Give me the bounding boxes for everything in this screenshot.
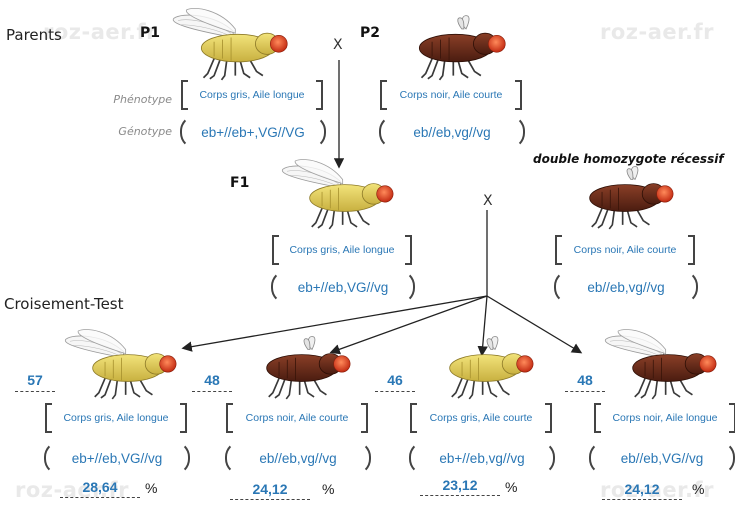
fly-black-short-wing-icon <box>266 336 351 400</box>
offspring-genotype-box: eb//eb,VG//vg <box>589 441 735 475</box>
offspring-genotype-box: eb//eb,vg//vg <box>225 441 371 475</box>
watermark: roz-aer.fr <box>600 478 714 502</box>
p1-genotype-box: eb+//eb+,VG//VG <box>180 115 326 149</box>
offspring-genotype-box: eb+//eb,vg//vg <box>409 441 555 475</box>
double-homozygote-label: double homozygote récessif <box>533 152 724 166</box>
offspring-phenotype-box: Corps gris, Aile longue <box>45 403 187 433</box>
offspring-count: 57 <box>15 372 55 392</box>
p2-phenotype-box: Corps noir, Aile courte <box>380 80 522 110</box>
fly-black-short-wing-icon <box>418 15 506 81</box>
testcross-heading: Croisement-Test <box>4 295 124 313</box>
offspring-arrow <box>181 295 488 352</box>
offspring-percent: 24,12 <box>602 481 682 500</box>
fly-black-long-wing-icon <box>604 329 717 400</box>
p1-label: P1 <box>140 25 161 41</box>
percent-sign: % <box>322 481 335 497</box>
parents-heading: Parents <box>6 26 62 44</box>
watermark: roz-aer.fr <box>43 20 157 44</box>
offspring-percent: 28,64 <box>60 479 140 498</box>
offspring-arrow <box>486 295 583 354</box>
f1-genotype-box: eb+//eb,VG//vg <box>271 270 415 304</box>
p2-genotype-box: eb//eb,vg//vg <box>379 115 525 149</box>
cross-symbol: X <box>483 193 493 209</box>
offspring-genotype-box: eb+//eb,VG//vg <box>44 441 190 475</box>
genotype-row-label: Génotype <box>118 125 172 138</box>
f1-phenotype-box: Corps gris, Aile longue <box>272 235 412 265</box>
percent-sign: % <box>505 479 518 495</box>
percent-sign: % <box>692 481 705 497</box>
watermark: roz-aer.fr <box>600 20 714 44</box>
tester-phenotype-box: Corps noir, Aile courte <box>555 235 695 265</box>
p1-phenotype-box: Corps gris, Aile longue <box>181 80 323 110</box>
tester-genotype-box: eb//eb,vg//vg <box>554 270 698 304</box>
cross-symbol: X <box>333 37 343 53</box>
percent-sign: % <box>145 480 158 496</box>
offspring-phenotype-box: Corps noir, Aile longue <box>594 403 735 433</box>
offspring-percent: 23,12 <box>420 477 500 496</box>
f1-label: F1 <box>230 175 250 191</box>
offspring-count: 46 <box>375 372 415 392</box>
p2-label: P2 <box>360 25 381 41</box>
offspring-phenotype-box: Corps noir, Aile courte <box>226 403 368 433</box>
fly-gray-long-wing-icon <box>281 159 394 230</box>
offspring-percent: 24,12 <box>230 481 310 500</box>
fly-gray-long-wing-icon <box>172 7 288 81</box>
offspring-arrow <box>477 295 488 357</box>
offspring-count: 48 <box>565 372 605 392</box>
offspring-arrow <box>329 295 488 355</box>
offspring-phenotype-box: Corps gris, Aile courte <box>410 403 552 433</box>
fly-gray-short-wing-icon <box>449 336 534 400</box>
fly-black-short-wing-icon <box>589 166 674 230</box>
fly-gray-long-wing-icon <box>64 329 177 400</box>
offspring-count: 48 <box>192 372 232 392</box>
phenotype-row-label: Phénotype <box>113 93 172 106</box>
watermark: roz-aer.fr <box>15 478 129 502</box>
